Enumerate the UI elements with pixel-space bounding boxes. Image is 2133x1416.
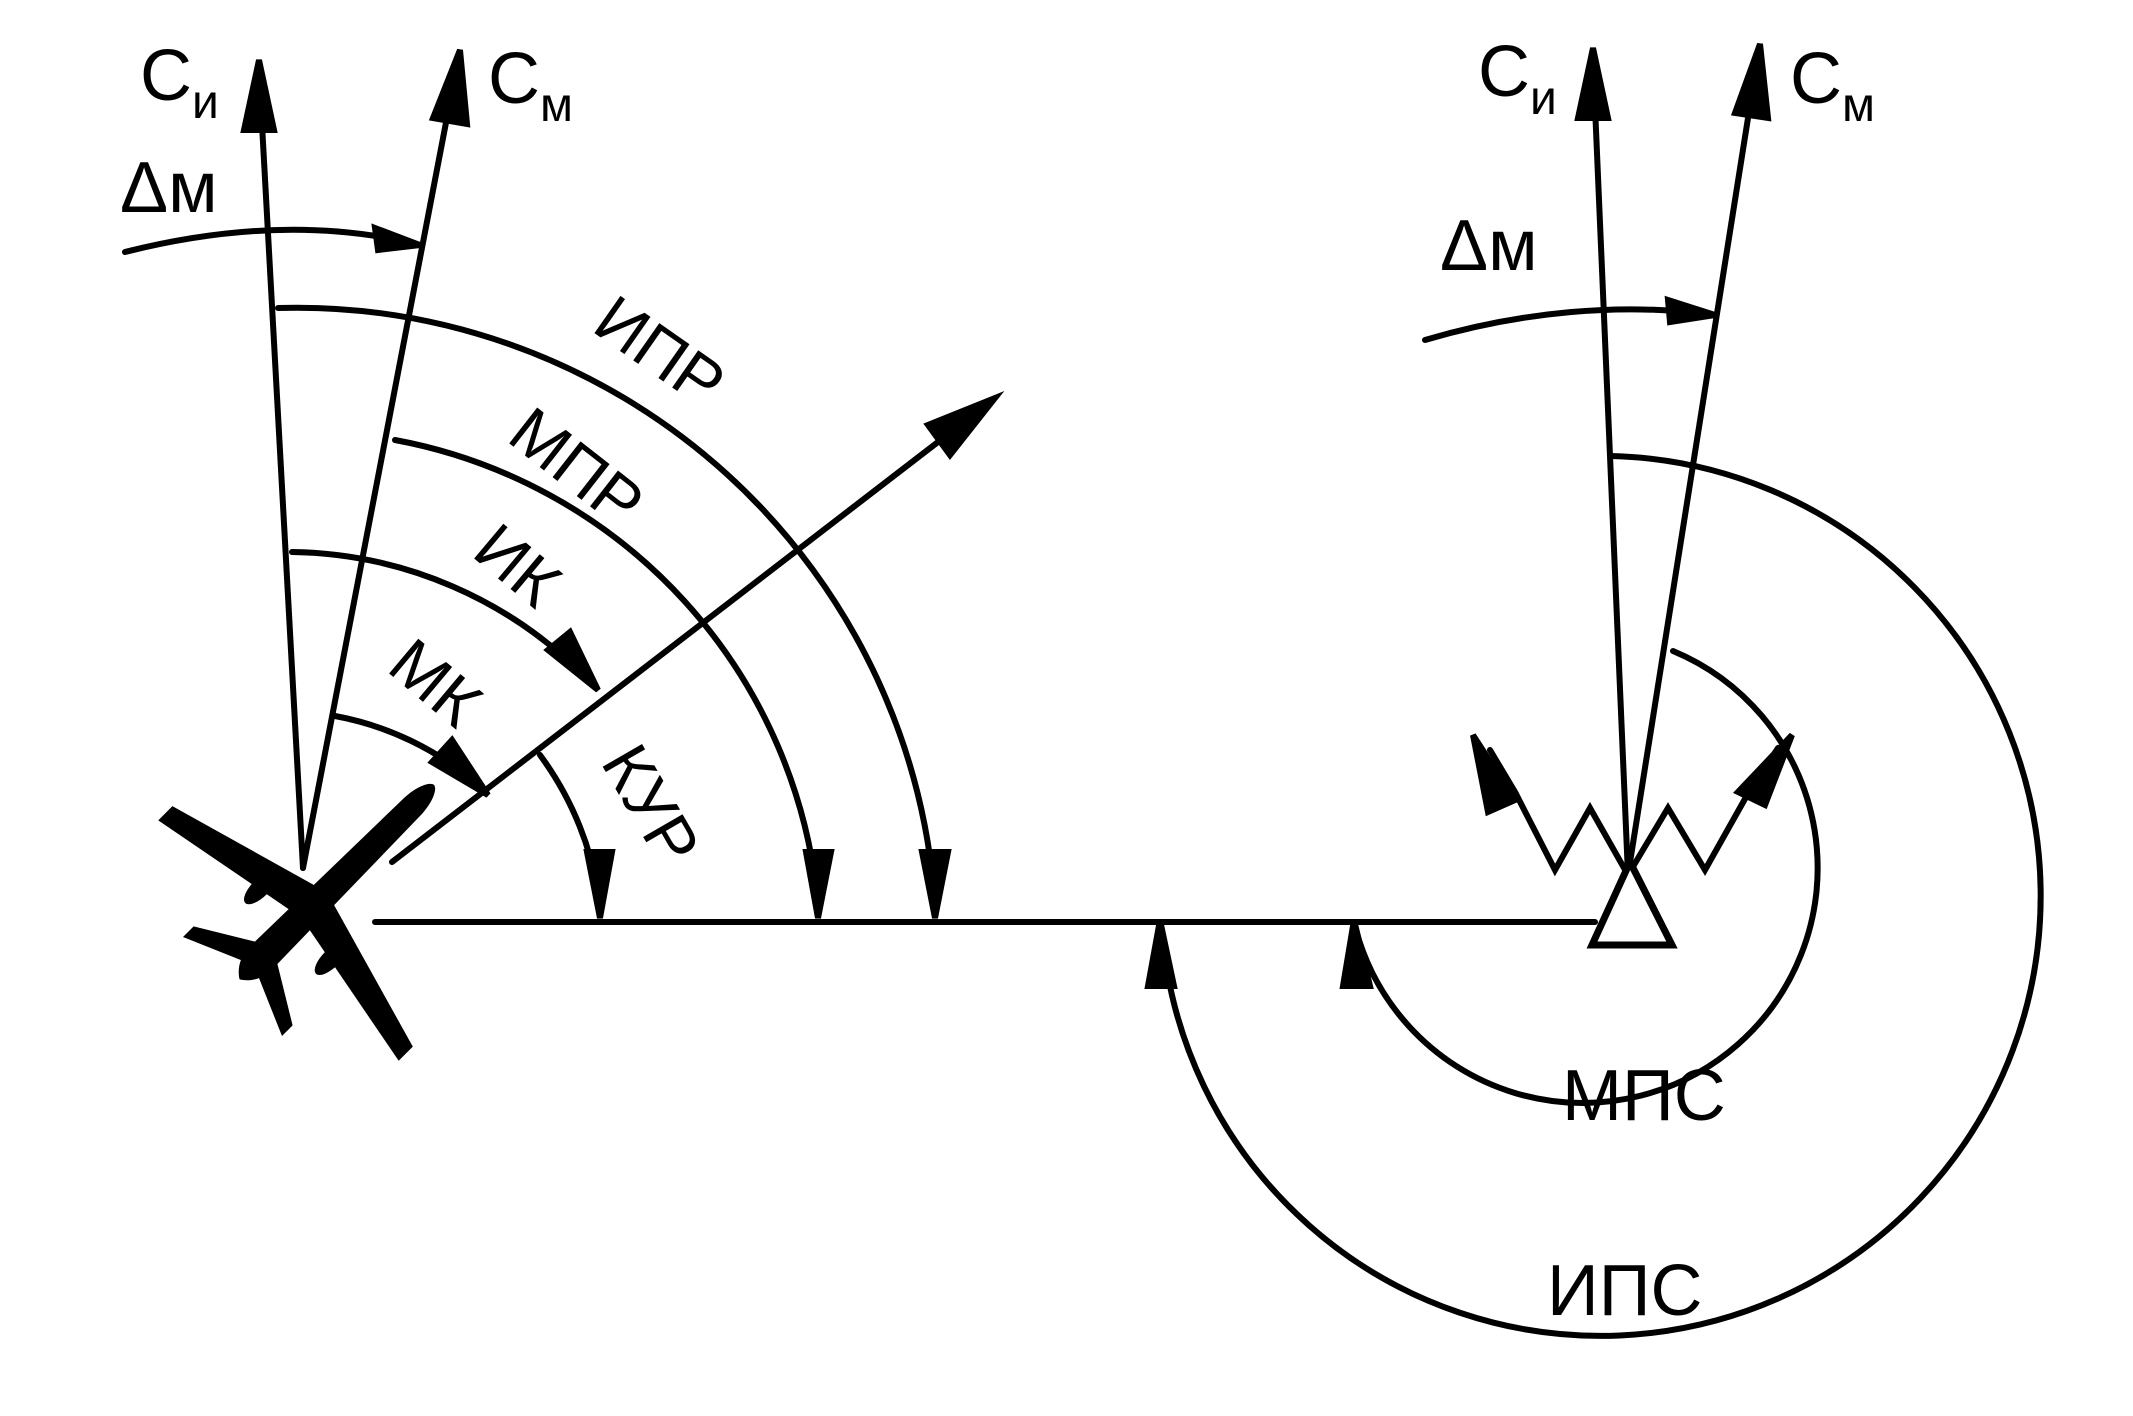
station-antenna-left-arrow bbox=[1470, 733, 1520, 817]
triangle-station-icon bbox=[1586, 853, 1678, 949]
magnetic-north-label-right: См bbox=[1790, 39, 1875, 132]
ips-arc bbox=[1159, 453, 2044, 1339]
aircraft-heading-arrowhead bbox=[923, 390, 1005, 460]
mps-arc-arrow bbox=[1339, 919, 1374, 989]
station-antenna-left bbox=[1487, 747, 1631, 878]
declination-arc-arrow-right bbox=[1664, 295, 1716, 326]
magnetic-north-arrowhead-left bbox=[428, 48, 471, 128]
ik-label: ИК bbox=[461, 509, 575, 621]
airplane-icon bbox=[158, 783, 436, 1061]
mk-arc-arrow bbox=[427, 735, 491, 798]
ips-arc-arrow bbox=[1144, 919, 1178, 989]
magnetic-north-arrowhead-right bbox=[1730, 42, 1772, 122]
true-north-label-right: Си bbox=[1478, 32, 1557, 125]
station-antenna-right-arrow bbox=[1732, 732, 1795, 810]
mps-arc bbox=[1353, 648, 1821, 1106]
magnetic-north-line-left bbox=[300, 57, 461, 871]
ipr-label: ИПР bbox=[582, 281, 738, 421]
aircraft-heading-line bbox=[389, 399, 993, 865]
ipr-arc-arrow bbox=[918, 849, 952, 919]
declination-arc-arrow-left bbox=[371, 223, 422, 254]
true-north-arrowhead-left bbox=[240, 59, 278, 133]
mps-label: МПС bbox=[1562, 1056, 1726, 1136]
mpr-arc bbox=[392, 437, 821, 908]
magnetic-north-label-left: См bbox=[488, 39, 573, 132]
declination-label-right: Δм bbox=[1440, 206, 1538, 286]
declination-label-left: Δм bbox=[120, 148, 218, 228]
true-north-label-left: Си bbox=[140, 36, 219, 129]
kur-arc-arrow bbox=[583, 849, 616, 919]
true-north-line-left bbox=[256, 67, 306, 871]
ipr-arc bbox=[275, 304, 938, 908]
ips-label: ИПС bbox=[1547, 1251, 1703, 1331]
station-antenna-right bbox=[1625, 745, 1781, 878]
ik-arc-arrow bbox=[543, 627, 601, 693]
true-north-arrowhead-right bbox=[1574, 47, 1612, 121]
true-north-line-right bbox=[1590, 57, 1631, 878]
mpr-arc-arrow bbox=[802, 849, 835, 919]
mk-label: МК bbox=[376, 624, 496, 741]
